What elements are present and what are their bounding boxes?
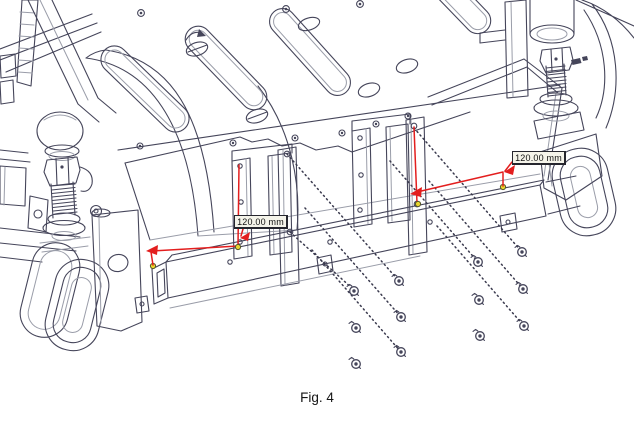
deck-belly <box>85 49 299 237</box>
screw <box>516 318 530 331</box>
deck-hole <box>395 58 419 74</box>
deck-hole <box>357 82 381 98</box>
dimension-arrows <box>146 161 515 266</box>
hex-bolt-head-left <box>43 156 81 187</box>
figure-caption: Fig. 4 <box>300 390 334 405</box>
guide-line <box>311 249 402 353</box>
measure-point <box>414 200 422 208</box>
spring-coil-right <box>545 65 567 97</box>
lever-arm <box>27 0 117 123</box>
deck-hole <box>185 41 209 57</box>
bolt-assembly-right <box>479 0 634 140</box>
guide-line <box>436 225 525 327</box>
deck-plate <box>100 0 563 181</box>
screw <box>515 281 529 294</box>
clip-detail <box>571 56 588 65</box>
screw <box>391 273 405 286</box>
guide-line <box>286 153 400 282</box>
deck-hole <box>245 108 269 124</box>
dimension-label-right: 120.00 mm <box>512 151 566 165</box>
deck-slot <box>269 7 351 97</box>
screw <box>514 244 528 257</box>
caster-fork-right <box>539 133 603 201</box>
mounting-bar <box>134 175 581 314</box>
deck-slot <box>184 25 268 111</box>
screw <box>346 283 360 296</box>
guide-line <box>413 127 523 253</box>
dimension-extension-line <box>237 164 240 247</box>
caster-wheel-left <box>19 204 143 352</box>
dimension-line <box>416 171 504 193</box>
dimension-line <box>151 245 239 252</box>
screw <box>348 320 362 333</box>
hex-bolt-head-right <box>539 46 574 74</box>
screw-guide-lines <box>286 127 525 353</box>
guide-line <box>428 180 524 290</box>
screw <box>472 328 486 341</box>
screw <box>471 292 485 305</box>
wall-bolt-row <box>136 112 412 150</box>
ball-knob <box>36 111 84 151</box>
fender-right <box>575 0 634 129</box>
frame-left-details <box>0 0 102 105</box>
dimension-label-left: 120.00 mm <box>234 215 288 229</box>
guide-line <box>389 160 479 263</box>
deck-hole <box>297 16 321 32</box>
guide-line <box>304 207 402 318</box>
measure-point <box>234 243 242 251</box>
screw <box>393 344 407 357</box>
screws <box>346 244 530 369</box>
screw <box>393 309 407 322</box>
screw <box>348 356 362 369</box>
bar-foot-tab <box>134 212 518 314</box>
caster-fork-left <box>91 209 143 332</box>
height-adjuster-left <box>36 111 93 253</box>
channel-bracket-right <box>351 113 411 228</box>
screw <box>470 254 484 267</box>
deck-slot <box>100 45 190 133</box>
deck-bolt <box>137 0 364 17</box>
